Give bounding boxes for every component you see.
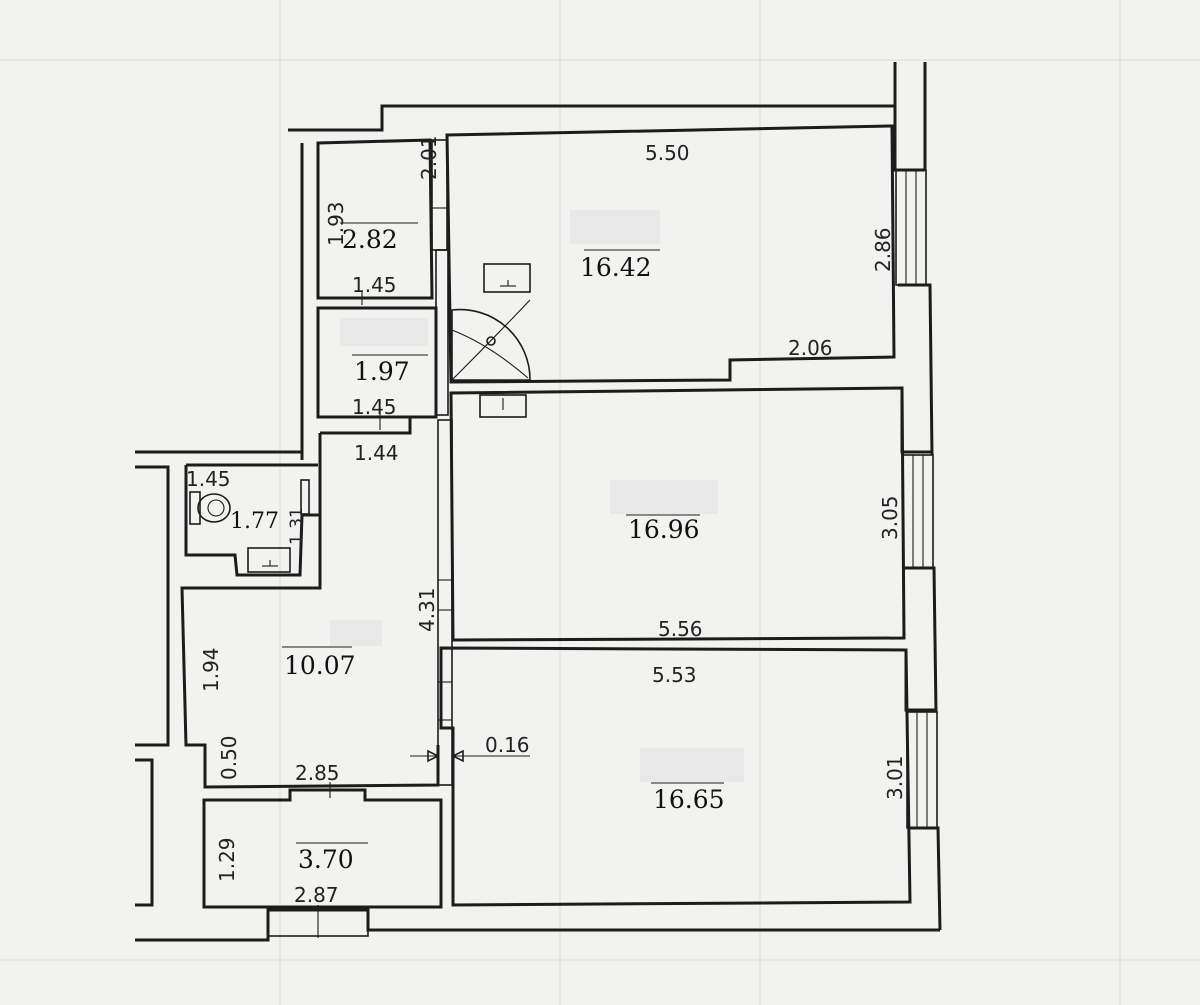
dim-label: 1.44 xyxy=(354,441,399,465)
dim-label: 0.50 xyxy=(217,735,241,780)
dim-label: 1.94 xyxy=(199,647,223,692)
dim-label: 1.31 xyxy=(287,507,307,545)
dim-label: 2.87 xyxy=(294,883,339,907)
dim-label: 1.45 xyxy=(352,395,397,419)
area-label-hallway: 10.07 xyxy=(284,651,356,680)
walls xyxy=(135,62,942,942)
radiator-icon xyxy=(479,394,527,418)
dim-label: 1.93 xyxy=(324,201,348,246)
dim-label: 5.56 xyxy=(658,617,703,641)
toilet-icon xyxy=(189,491,231,525)
dim-label: 0.16 xyxy=(485,733,530,757)
area-label-closet-mid: 1.97 xyxy=(354,357,410,386)
dim-label: 2.86 xyxy=(871,227,895,272)
dim-label: 2.06 xyxy=(788,336,833,360)
dim-label: 1.29 xyxy=(215,837,239,882)
bath-sink-icon xyxy=(247,547,291,573)
dim-label: 2.85 xyxy=(295,761,340,785)
dim-label: 5.50 xyxy=(645,141,690,165)
dim-label: 1.45 xyxy=(352,273,397,297)
area-label-closet-top: 2.82 xyxy=(342,225,398,254)
shower-icon xyxy=(451,299,531,381)
dimension-markers xyxy=(282,222,724,938)
area-label-bathroom: 1.77 xyxy=(230,509,279,534)
fixtures xyxy=(189,263,531,573)
dim-label: 4.31 xyxy=(415,587,439,632)
label-shading xyxy=(330,210,744,782)
sink-icon xyxy=(483,263,531,293)
area-label-room-2: 16.96 xyxy=(628,515,700,544)
area-label-balcony: 3.70 xyxy=(298,845,354,874)
windows xyxy=(267,169,938,937)
area-label-room-3: 16.65 xyxy=(653,785,725,814)
area-label-room-1: 16.42 xyxy=(580,253,652,282)
dim-label: 5.53 xyxy=(652,663,697,687)
dim-label: 3.05 xyxy=(878,495,902,540)
dim-label: 2.01 xyxy=(417,135,441,180)
dim-label: 1.45 xyxy=(186,467,231,491)
dim-label: 3.01 xyxy=(883,755,907,800)
